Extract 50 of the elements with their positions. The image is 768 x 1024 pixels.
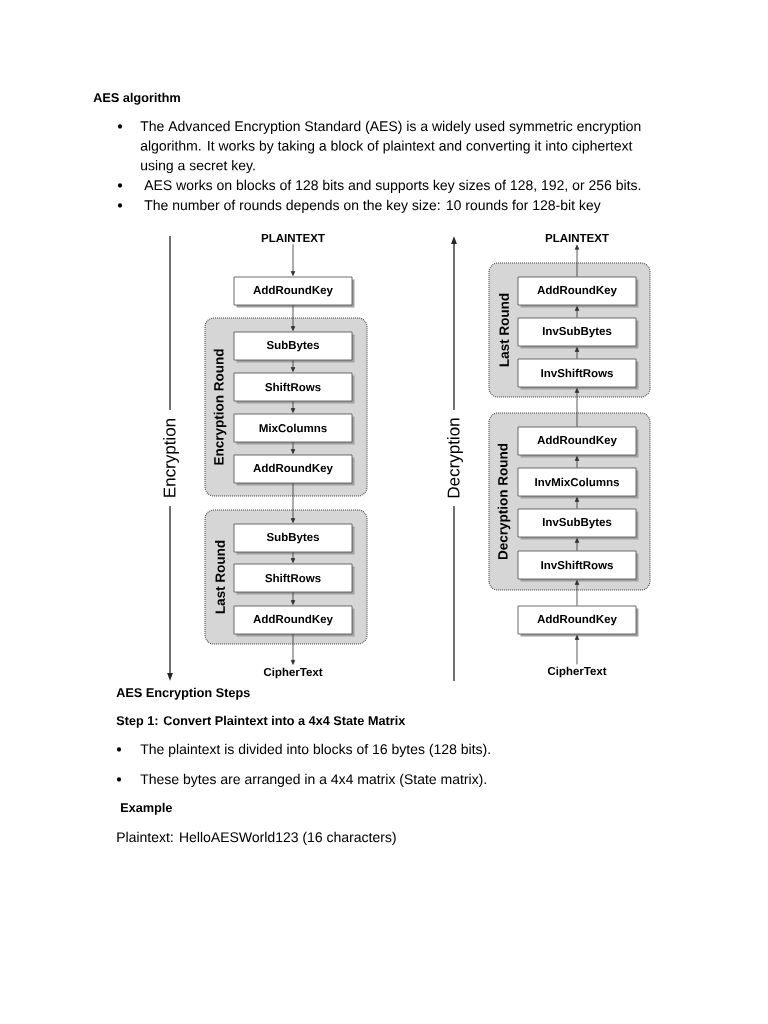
arrow [574, 456, 580, 468]
step-box: SubBytes [233, 331, 355, 363]
document-heading: AES algorithm [93, 92, 180, 105]
arrow [290, 401, 296, 413]
bullet-text: The Advanced Encryption Standard (AES) is a widely used symmetric encryption algorithm. It works by taking a block of plaintext and converting it into ciphertext using a secret key. [140, 120, 641, 174]
arrow [574, 580, 580, 606]
terminal-label: CipherText [547, 666, 607, 678]
step-box: ShiftRows [233, 372, 355, 404]
bullet-text: The plaintext is divided into blocks of 16 bytes (128 bits). [140, 743, 490, 757]
step-box: InvSubBytes [517, 317, 639, 349]
arrow [574, 497, 580, 509]
direction-label: Decryption [447, 418, 463, 498]
arrow [574, 244, 580, 277]
arrow [290, 634, 296, 665]
terminal-label: PLAINTEXT [261, 234, 325, 242]
direction-label: Encryption [163, 418, 179, 497]
step-box: InvSubBytes [517, 508, 639, 540]
step-box: ShiftRows [233, 563, 355, 595]
step-box: InvMixColumns [517, 467, 639, 499]
step-box: AddRoundKey [233, 454, 355, 486]
step-box: MixColumns [233, 413, 355, 445]
step-box: AddRoundKey [517, 426, 639, 458]
arrow [290, 552, 296, 563]
arrow [290, 243, 296, 276]
arrow [290, 360, 296, 372]
arrow [290, 305, 296, 331]
arrow [574, 538, 580, 551]
section-heading: Example [121, 802, 172, 815]
arrow [290, 483, 296, 523]
terminal-label: CipherText [263, 667, 323, 679]
step-box: InvShiftRows [517, 550, 639, 582]
terminal-label: PLAINTEXT [545, 234, 609, 242]
arrow [290, 592, 296, 605]
arrow [574, 388, 580, 427]
section-heading: AES Encryption Steps [116, 687, 250, 700]
step-box: AddRoundKey [517, 276, 639, 308]
step-box: SubBytes [233, 523, 355, 555]
body-text: Plaintext: HelloAESWorld123 (16 characters) [117, 831, 396, 845]
bullet-text: These bytes are arranged in a 4x4 matrix (State matrix). [140, 773, 486, 787]
arrow [574, 347, 580, 359]
arrow [574, 635, 580, 665]
bullet-text: The number of rounds depends on the key size: 10 rounds for 128-bit key [144, 199, 601, 213]
arrow [290, 442, 296, 454]
arrow [574, 306, 580, 318]
bullet-text: AES works on blocks of 128 bits and supports key sizes of 128, 192, or 256 bits. [144, 179, 641, 193]
step-box: InvShiftRows [517, 358, 639, 390]
step-box: AddRoundKey [517, 605, 639, 637]
step-box: AddRoundKey [233, 276, 355, 308]
section-heading: Step 1: Convert Plaintext into a 4x4 State Matrix [116, 715, 406, 728]
step-box: AddRoundKey [233, 605, 355, 637]
